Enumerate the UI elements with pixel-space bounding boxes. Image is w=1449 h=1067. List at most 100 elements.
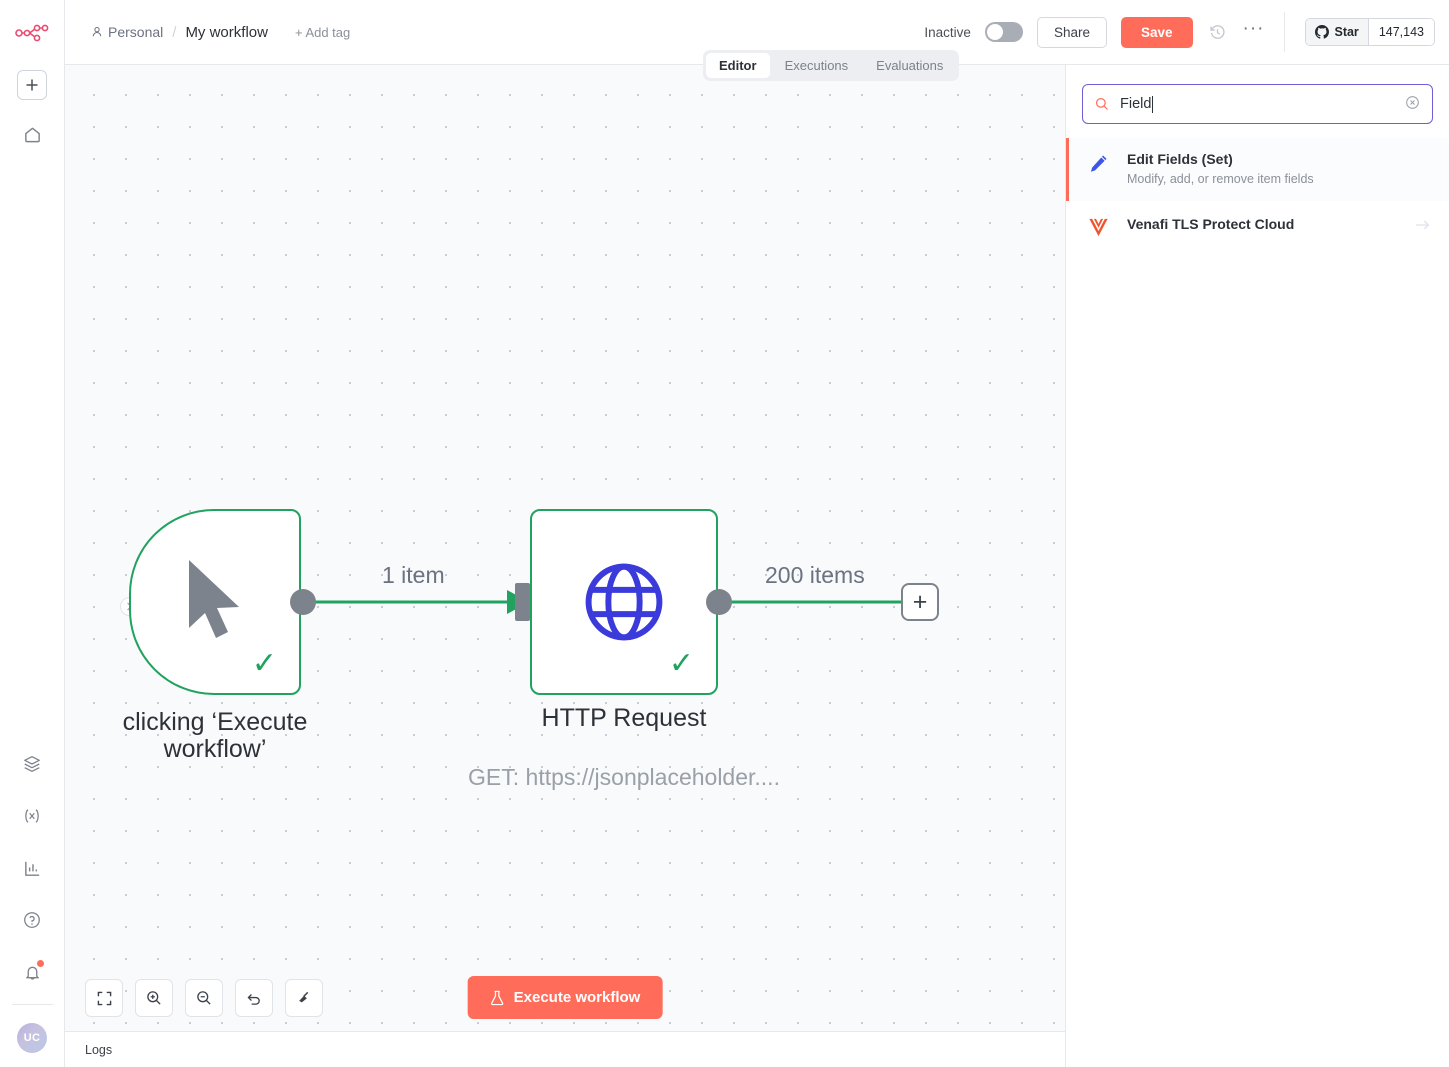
pencil-glyph-icon xyxy=(1090,155,1107,172)
nodes-search-wrap: Field xyxy=(1066,65,1449,138)
add-tag-button[interactable]: + Add tag xyxy=(294,24,351,40)
node-http-output-port[interactable] xyxy=(706,589,732,615)
arrow-right-icon xyxy=(1415,220,1430,230)
node-http-request[interactable]: ✓ HTTP Request GET: https://jsonplacehol… xyxy=(468,509,780,790)
tidy-up-button[interactable] xyxy=(285,979,323,1017)
fit-to-view-button[interactable] xyxy=(85,979,123,1017)
clear-search-icon[interactable] xyxy=(1405,95,1420,113)
breadcrumb-separator: / xyxy=(172,23,177,41)
zoom-in-button[interactable] xyxy=(135,979,173,1017)
nodes-search-value-wrap: Field xyxy=(1120,95,1394,113)
share-button[interactable]: Share xyxy=(1036,16,1107,48)
node-http-glyph xyxy=(532,511,716,693)
node-trigger-box[interactable]: ✓ xyxy=(129,509,301,695)
github-star-button[interactable]: Star xyxy=(1306,19,1368,45)
clear-circle-icon xyxy=(1406,96,1419,109)
n8n-logo-icon xyxy=(15,24,49,42)
breadcrumb: Personal / My workflow + Add tag xyxy=(91,24,350,41)
execute-workflow-label: Execute workflow xyxy=(513,989,641,1006)
github-star-count: 147,143 xyxy=(1367,19,1434,45)
node-http-subtitle: GET: https://jsonplaceholder.... xyxy=(468,764,780,790)
workflow-name[interactable]: My workflow xyxy=(185,23,268,41)
home-icon xyxy=(24,127,40,142)
sidebar-item-help[interactable] xyxy=(14,902,50,938)
active-state-label: Inactive xyxy=(924,24,971,40)
node-result-text: Edit Fields (Set) Modify, add, or remove… xyxy=(1127,151,1431,188)
github-star-widget[interactable]: Star 147,143 xyxy=(1305,18,1435,46)
history-clock-icon xyxy=(1210,24,1225,39)
node-trigger[interactable]: ✓ clicking ‘Execute workflow’ xyxy=(123,509,316,763)
broom-icon xyxy=(299,991,309,1003)
avatar[interactable]: UC xyxy=(17,1023,47,1053)
github-star-label: Star xyxy=(1334,25,1359,39)
body-row: ✓ clicking ‘Execute workflow’ xyxy=(65,0,1449,1067)
mouse-pointer-icon xyxy=(189,560,239,638)
venafi-glyph-icon xyxy=(1088,218,1108,237)
logs-tab[interactable]: Logs xyxy=(85,1042,113,1057)
zoom-out-icon xyxy=(197,991,211,1005)
variables-icon xyxy=(25,809,39,823)
plus-icon xyxy=(26,79,38,91)
globe-icon xyxy=(585,563,663,641)
history-icon[interactable] xyxy=(1207,21,1229,43)
nodes-panel: What happens next? Field xyxy=(1065,0,1449,1067)
workflow-canvas[interactable]: ✓ clicking ‘Execute workflow’ xyxy=(65,65,1065,1067)
node-result-title: Venafi TLS Protect Cloud xyxy=(1127,216,1295,232)
node-trigger-status-check: ✓ xyxy=(251,647,277,680)
node-result-venafi[interactable]: Venafi TLS Protect Cloud xyxy=(1066,201,1449,252)
node-result-description: Modify, add, or remove item fields xyxy=(1127,172,1314,186)
sidebar-divider xyxy=(11,1004,53,1005)
save-button[interactable]: Save xyxy=(1120,16,1193,48)
reset-zoom-button[interactable] xyxy=(235,979,273,1017)
nodes-search-value: Field xyxy=(1120,96,1152,112)
tab-editor[interactable]: Editor xyxy=(706,53,770,78)
breadcrumb-project[interactable]: Personal xyxy=(91,24,163,40)
sidebar-item-notifications[interactable] xyxy=(14,954,50,990)
nodes-search-input[interactable]: Field xyxy=(1082,84,1433,124)
venafi-icon xyxy=(1085,214,1111,239)
connection-label-items-2: 200 items xyxy=(765,562,865,588)
more-menu-button[interactable]: ··· xyxy=(1242,18,1265,39)
text-caret xyxy=(1152,95,1154,113)
node-trigger-label: clicking ‘Execute workflow’ xyxy=(122,708,308,763)
header-divider xyxy=(1284,12,1286,52)
node-result-arrow-icon[interactable] xyxy=(1415,218,1431,235)
breadcrumb-project-label: Personal xyxy=(108,24,164,40)
add-node-button[interactable]: + xyxy=(901,583,939,621)
sidebar-item-insights[interactable] xyxy=(14,850,50,886)
connection-label-items-1: 1 item xyxy=(382,562,445,588)
node-result-title: Edit Fields (Set) xyxy=(1127,151,1233,167)
search-icon xyxy=(1095,97,1108,110)
question-circle-icon xyxy=(24,912,40,928)
node-http-label: HTTP Request xyxy=(541,704,707,732)
main-area: Personal / My workflow + Add tag Inactiv… xyxy=(65,0,1449,1067)
execute-workflow-button[interactable]: Execute workflow xyxy=(467,976,663,1019)
sidebar-item-home[interactable] xyxy=(14,116,50,152)
node-trigger-output-port[interactable] xyxy=(290,589,316,615)
flask-icon xyxy=(490,990,504,1005)
activate-toggle[interactable] xyxy=(984,22,1023,42)
github-icon xyxy=(1315,25,1330,39)
sidebar-item-variables[interactable] xyxy=(14,798,50,834)
bell-icon xyxy=(25,966,39,980)
node-http-status-check: ✓ xyxy=(668,647,694,680)
view-tabs: Editor Executions Evaluations xyxy=(703,50,960,81)
left-sidebar: UC xyxy=(0,0,65,1067)
node-http-input-port[interactable] xyxy=(515,583,530,621)
n8n-logo[interactable] xyxy=(15,18,49,48)
node-result-text: Venafi TLS Protect Cloud xyxy=(1127,214,1399,235)
header-actions: Inactive Share Save ··· xyxy=(924,12,1435,52)
node-http-box[interactable]: ✓ xyxy=(530,509,718,695)
notification-dot xyxy=(37,960,44,967)
person-icon xyxy=(92,27,102,37)
undo-icon xyxy=(247,994,260,1005)
logs-bar: Logs xyxy=(65,1031,1065,1067)
sidebar-add-button[interactable] xyxy=(17,70,47,100)
node-result-edit-fields[interactable]: Edit Fields (Set) Modify, add, or remove… xyxy=(1066,138,1449,201)
zoom-in-icon xyxy=(147,991,161,1005)
zoom-out-button[interactable] xyxy=(185,979,223,1017)
sidebar-item-templates[interactable] xyxy=(14,746,50,782)
tab-evaluations[interactable]: Evaluations xyxy=(876,58,944,73)
tab-executions[interactable]: Executions xyxy=(784,58,849,73)
